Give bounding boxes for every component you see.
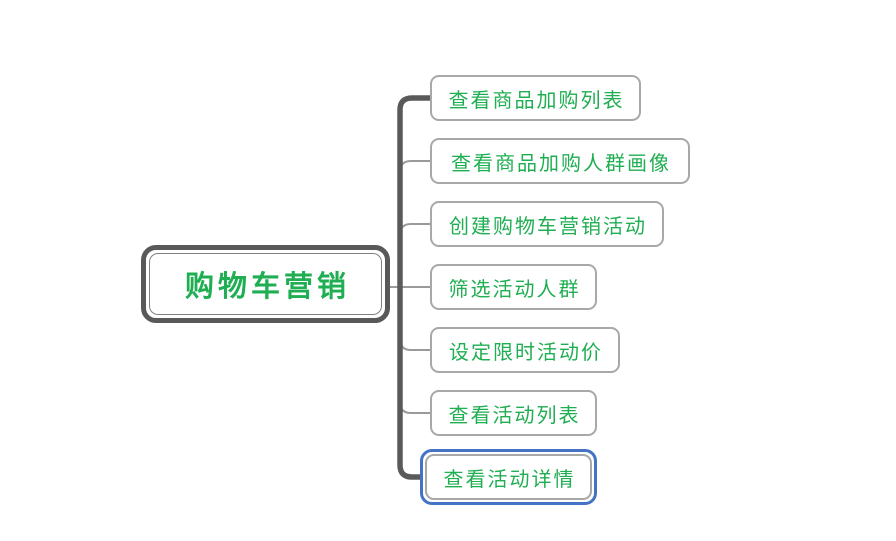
- topic-filter-campaign-audience[interactable]: 筛选活动人群: [430, 264, 597, 310]
- topic-label: 查看商品加购列表: [448, 89, 625, 112]
- topic-view-campaign-detail[interactable]: 查看活动详情: [425, 454, 592, 500]
- topic-label: 筛选活动人群: [448, 278, 581, 301]
- topic-label: 创建购物车营销活动: [449, 215, 647, 238]
- topic-set-limited-time-price[interactable]: 设定限时活动价: [430, 327, 620, 373]
- topic-view-campaign-list[interactable]: 查看活动列表: [430, 390, 597, 436]
- branch-line-child-5: [399, 338, 430, 351]
- branch-line-child-6: [399, 401, 430, 414]
- selected-topic-highlight-border: 查看活动详情: [420, 449, 597, 505]
- topic-label: 查看活动列表: [448, 404, 581, 427]
- root-topic[interactable]: 购物车营销: [141, 245, 390, 323]
- topic-create-cart-campaign[interactable]: 创建购物车营销活动: [430, 201, 664, 247]
- topic-view-addcart-list[interactable]: 查看商品加购列表: [430, 75, 641, 121]
- root-topic-inner-border: 购物车营销: [149, 253, 382, 315]
- topic-view-addcart-audience-profile[interactable]: 查看商品加购人群画像: [430, 138, 690, 184]
- topic-label: 查看商品加购人群画像: [451, 152, 671, 175]
- root-topic-label: 购物车营销: [184, 271, 350, 303]
- branch-spine-line: [397, 95, 430, 480]
- topic-label: 设定限时活动价: [449, 341, 603, 364]
- branch-line-child-3: [399, 223, 430, 236]
- topic-label: 查看活动详情: [443, 468, 576, 491]
- branch-line-child-2: [399, 160, 430, 173]
